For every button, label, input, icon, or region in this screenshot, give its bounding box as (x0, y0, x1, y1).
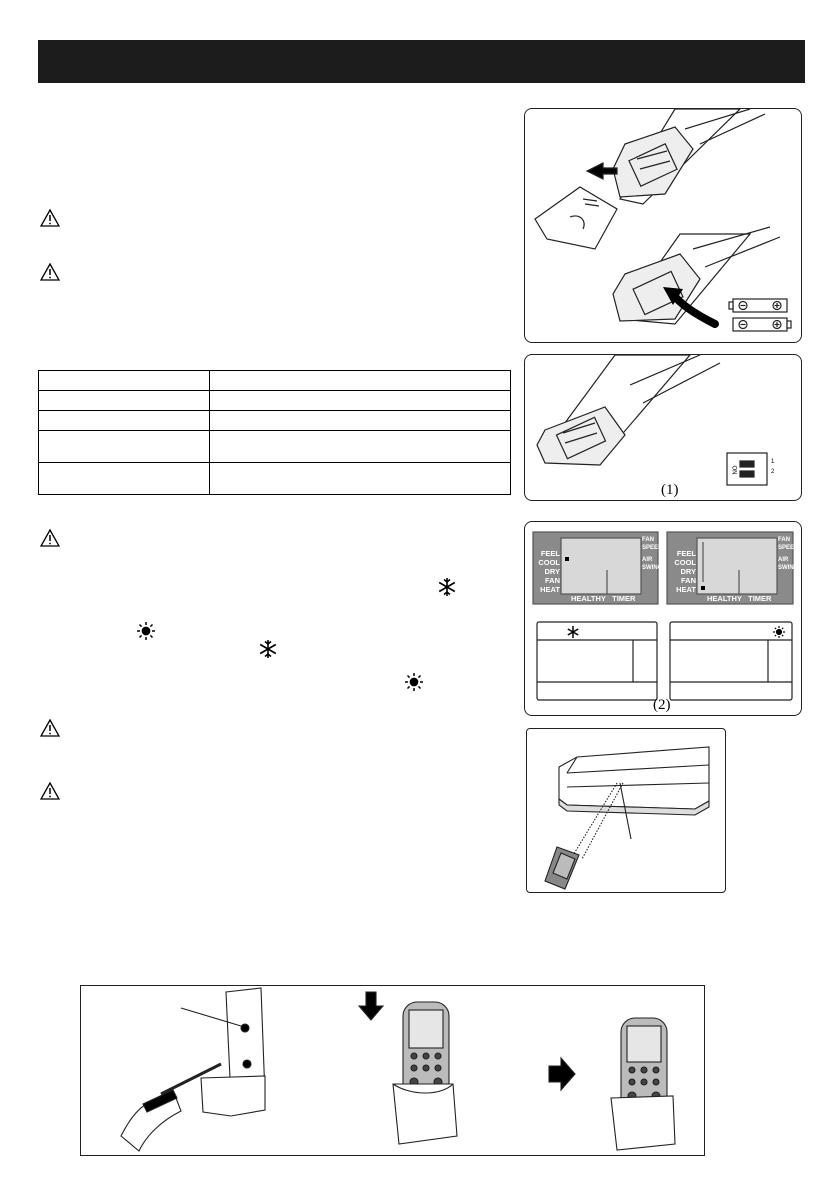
lcd-mode-figure: FEEL COOL DRY FAN HEAT FAN SPEED AIR SWI… (524, 521, 802, 716)
switch-on-label: ON (730, 465, 737, 475)
warning-triangle-icon (40, 718, 60, 738)
lcd-label-fan-right: FAN (642, 537, 654, 543)
section-header-bar (38, 40, 805, 83)
lcd-label-speed: SPEED (778, 545, 799, 551)
lcd-label-timer: TIMER (612, 594, 636, 603)
lcd-label-air: AIR (778, 557, 789, 563)
table-row (38, 430, 511, 463)
switch-figure: (1) ON 1 2 (524, 354, 802, 501)
lcd-label-dry: DRY (680, 567, 696, 576)
lcd-label-healthy: HEALTHY (707, 594, 742, 603)
table-row (38, 390, 511, 411)
lcd-label-speed: SPEED (642, 545, 663, 551)
remote-holder-install-figure (80, 985, 705, 1156)
switch-position-1: 1 (771, 459, 775, 465)
snowflake-icon (258, 639, 278, 659)
sun-icon (404, 672, 424, 692)
remote-aiming-figure (526, 728, 726, 893)
lcd-label-fan: FAN (545, 576, 560, 585)
warning-triangle-icon (40, 781, 60, 801)
figure-1-caption: (1) (661, 482, 679, 498)
warning-triangle-icon (40, 208, 60, 228)
lcd-label-feel: FEEL (676, 549, 696, 558)
figure-2-caption: (2) (653, 697, 671, 713)
lcd-label-heat: HEAT (676, 585, 696, 594)
lcd-label-cool: COOL (538, 558, 560, 567)
warning-triangle-icon (40, 528, 60, 548)
switch-position-2: 2 (771, 469, 775, 475)
lcd-label-fan-right: FAN (778, 537, 790, 543)
table-row (38, 462, 511, 495)
warning-triangle-icon (40, 262, 60, 282)
table-row (38, 370, 511, 391)
settings-table (38, 370, 511, 495)
lcd-label-healthy: HEALTHY (571, 594, 606, 603)
table-row (38, 410, 511, 431)
lcd-label-feel: FEEL (540, 549, 560, 558)
sun-icon (136, 621, 156, 641)
lcd-label-swing: SWING (778, 565, 799, 571)
lcd-label-swing: SWING (642, 565, 663, 571)
lcd-label-timer: TIMER (748, 594, 772, 603)
snowflake-icon (437, 577, 457, 597)
lcd-label-cool: COOL (674, 558, 696, 567)
battery-install-figure (524, 108, 802, 343)
lcd-label-heat: HEAT (540, 585, 560, 594)
lcd-label-fan: FAN (681, 576, 696, 585)
lcd-label-air: AIR (642, 557, 653, 563)
lcd-label-dry: DRY (544, 567, 560, 576)
